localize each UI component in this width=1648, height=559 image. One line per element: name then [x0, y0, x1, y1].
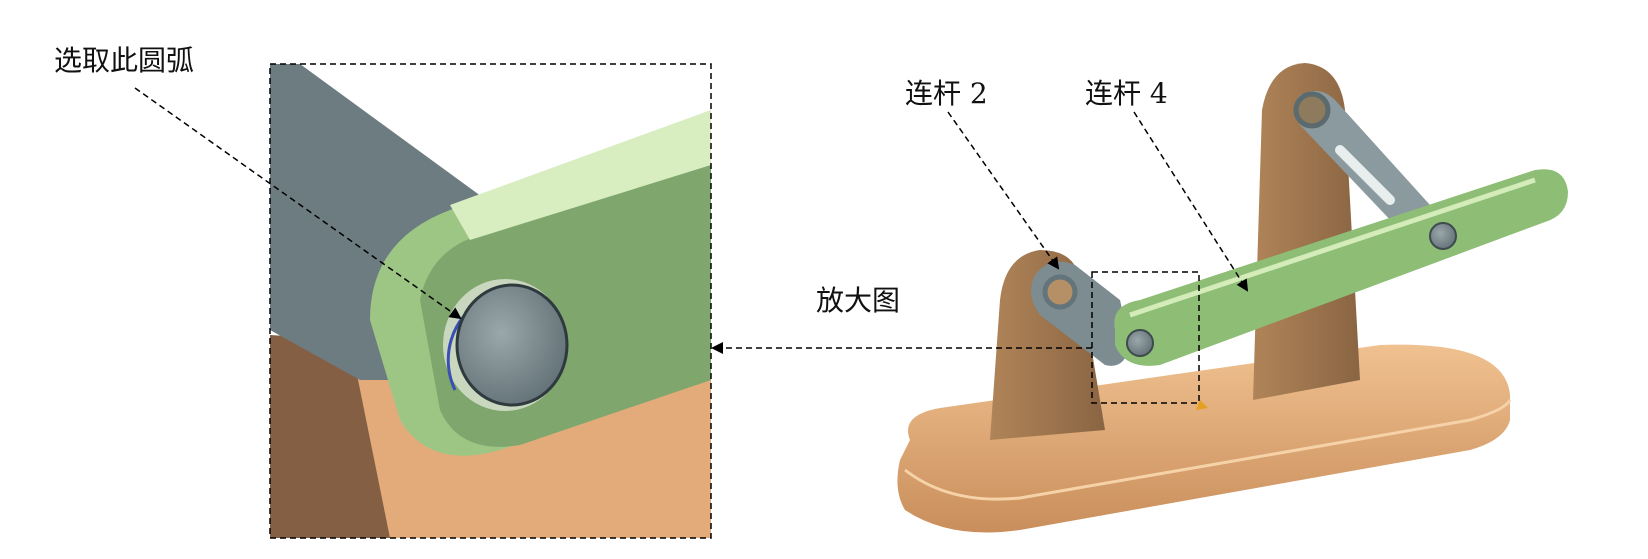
leader-link4: [1133, 111, 1249, 292]
upper-pin: [1293, 91, 1331, 129]
link4-right-pin: [1429, 222, 1457, 250]
leader-lines: [134, 87, 1249, 354]
upper-gray-link: [1294, 91, 1434, 234]
slot: [1335, 145, 1395, 205]
label-select-arc: 选取此圆弧: [54, 44, 195, 77]
label-link-4: 连杆 4: [1085, 77, 1168, 110]
link2-pin: [1042, 274, 1078, 310]
link4-left-pin: [1126, 329, 1154, 357]
zoom-frame: [269, 63, 712, 539]
leader-select-arc: [134, 87, 462, 320]
mechanism-3d: [897, 63, 1568, 533]
base-plate: [897, 344, 1510, 533]
detail-box: [1091, 271, 1200, 404]
leader-link2: [947, 111, 1060, 270]
zoom-post: [270, 335, 390, 538]
link-4: [1114, 169, 1568, 366]
zoom-pin: [457, 285, 567, 405]
label-enlarged-view: 放大图: [816, 284, 901, 317]
zoom-view: [270, 64, 711, 538]
zoom-green-link-edge: [450, 110, 711, 240]
label-link-2: 连杆 2: [905, 77, 988, 110]
